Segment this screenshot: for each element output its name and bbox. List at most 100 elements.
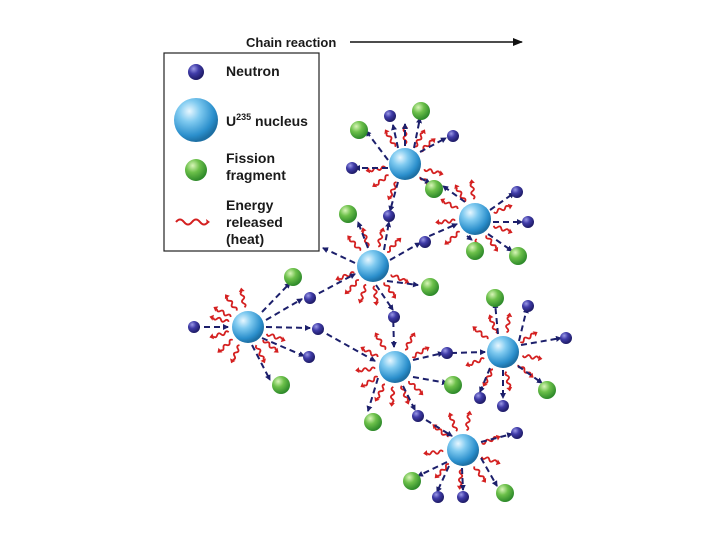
fission-fragment <box>538 381 556 399</box>
energy-released-squiggle <box>360 283 367 301</box>
energy-released-squiggle <box>215 308 232 318</box>
energy-released-squiggle <box>212 316 230 323</box>
energy-arrowhead <box>230 358 236 364</box>
energy-released-squiggle <box>375 335 387 351</box>
energy-arrowhead <box>365 167 371 174</box>
energy-arrowhead <box>217 347 223 353</box>
energy-arrowhead <box>372 182 378 188</box>
energy-arrowhead <box>374 396 380 402</box>
neutron-path-arrow <box>317 328 376 362</box>
neutron-path-arrow <box>419 177 431 184</box>
energy-released-squiggle <box>481 436 498 445</box>
energy-released-squiggle <box>449 415 458 432</box>
energy-arrowhead <box>424 346 430 352</box>
neutron <box>447 130 459 142</box>
neutron-path-arrow <box>261 337 305 357</box>
legend-fragment-icon <box>185 159 207 181</box>
energy-released-squiggle <box>468 357 485 366</box>
neutron-path-arrow <box>265 324 311 331</box>
energy-arrowhead <box>507 228 513 235</box>
neutron-path-arrow <box>492 302 499 335</box>
energy-released-squiggle <box>504 371 512 389</box>
energy-released-squiggle <box>484 368 494 385</box>
energy-arrowhead <box>440 198 446 204</box>
fission-fragment <box>421 278 439 296</box>
energy-arrowhead <box>430 138 436 144</box>
u235-nucleus <box>487 336 519 368</box>
neutron <box>388 311 400 323</box>
u235-nucleus <box>357 250 389 282</box>
energy-arrowhead <box>507 203 513 210</box>
neutron <box>383 210 395 222</box>
neutron-path-arrow <box>391 124 399 149</box>
neutron-path-arrow <box>365 130 389 161</box>
energy-released-squiggle <box>338 271 355 280</box>
fission-fragment <box>486 289 504 307</box>
energy-arrowhead <box>506 312 513 318</box>
legend-box <box>163 52 320 252</box>
energy-arrowhead <box>347 235 353 241</box>
energy-arrowhead <box>468 179 475 184</box>
neutron-path-arrow <box>309 273 356 299</box>
energy-arrowhead <box>435 219 440 226</box>
fission-fragment <box>466 242 484 260</box>
fission-fragment <box>364 413 382 431</box>
neutron-path-arrow <box>322 247 356 264</box>
energy-arrowhead <box>537 355 543 362</box>
energy-arrowhead <box>335 275 341 282</box>
energy-arrowhead <box>213 306 219 312</box>
energy-arrowhead <box>447 412 454 418</box>
neutron <box>511 427 523 439</box>
energy-released-squiggle <box>363 375 379 387</box>
energy-released-squiggle <box>376 383 386 400</box>
legend: Neutron U235 nucleus Fission fragment En… <box>163 52 320 252</box>
energy-arrowhead <box>238 287 245 293</box>
energy-released-squiggle <box>521 354 540 360</box>
legend-neutron-label: Neutron <box>226 63 280 79</box>
energy-released-squiggle <box>505 315 511 334</box>
energy-arrowhead <box>444 239 450 245</box>
fission-fragment <box>403 472 421 490</box>
energy-arrowhead <box>357 298 364 304</box>
energy-released-squiggle <box>447 230 460 244</box>
energy-released-squiggle <box>473 466 485 480</box>
neutron-path-arrow <box>425 419 453 437</box>
energy-released-squiggle <box>347 279 360 293</box>
neutron-path-arrow <box>480 432 513 443</box>
energy-arrowhead <box>454 184 460 190</box>
neutron <box>522 216 534 228</box>
energy-arrowhead <box>280 336 286 343</box>
energy-released-squiggle <box>372 285 379 303</box>
fission-fragment <box>412 102 430 120</box>
energy-arrowhead <box>495 459 501 466</box>
neutron-path-arrow <box>413 117 422 149</box>
neutron-path-arrow <box>466 234 473 241</box>
u235-nucleus <box>379 351 411 383</box>
neutron <box>474 392 486 404</box>
neutron-path-arrow <box>489 192 515 211</box>
fission-fragment <box>425 180 443 198</box>
energy-arrowhead <box>344 289 350 295</box>
legend-energy-label-2: released <box>226 214 283 230</box>
energy-arrowhead <box>379 227 386 232</box>
energy-arrowhead <box>465 361 471 368</box>
neutron-path-arrow <box>261 282 291 313</box>
energy-released-squiggle <box>480 456 498 463</box>
energy-released-squiggle <box>423 168 441 175</box>
energy-arrowhead <box>396 237 402 243</box>
energy-released-squiggle <box>385 132 397 148</box>
neutron-path-arrow <box>375 284 394 311</box>
energy-released-squiggle <box>426 449 444 456</box>
energy-released-squiggle <box>442 200 459 210</box>
energy-arrowhead <box>273 347 279 353</box>
neutron-path-arrow <box>487 233 513 252</box>
neutron-path-arrow <box>419 137 447 153</box>
neutron-path-arrow <box>520 335 562 346</box>
energy-released-squiggle <box>220 338 233 352</box>
neutron-path-arrow <box>459 467 466 491</box>
energy-arrowhead <box>388 402 395 407</box>
neutron <box>457 491 469 503</box>
energy-released-squiggle <box>362 348 379 358</box>
u235-nucleus <box>389 148 421 180</box>
